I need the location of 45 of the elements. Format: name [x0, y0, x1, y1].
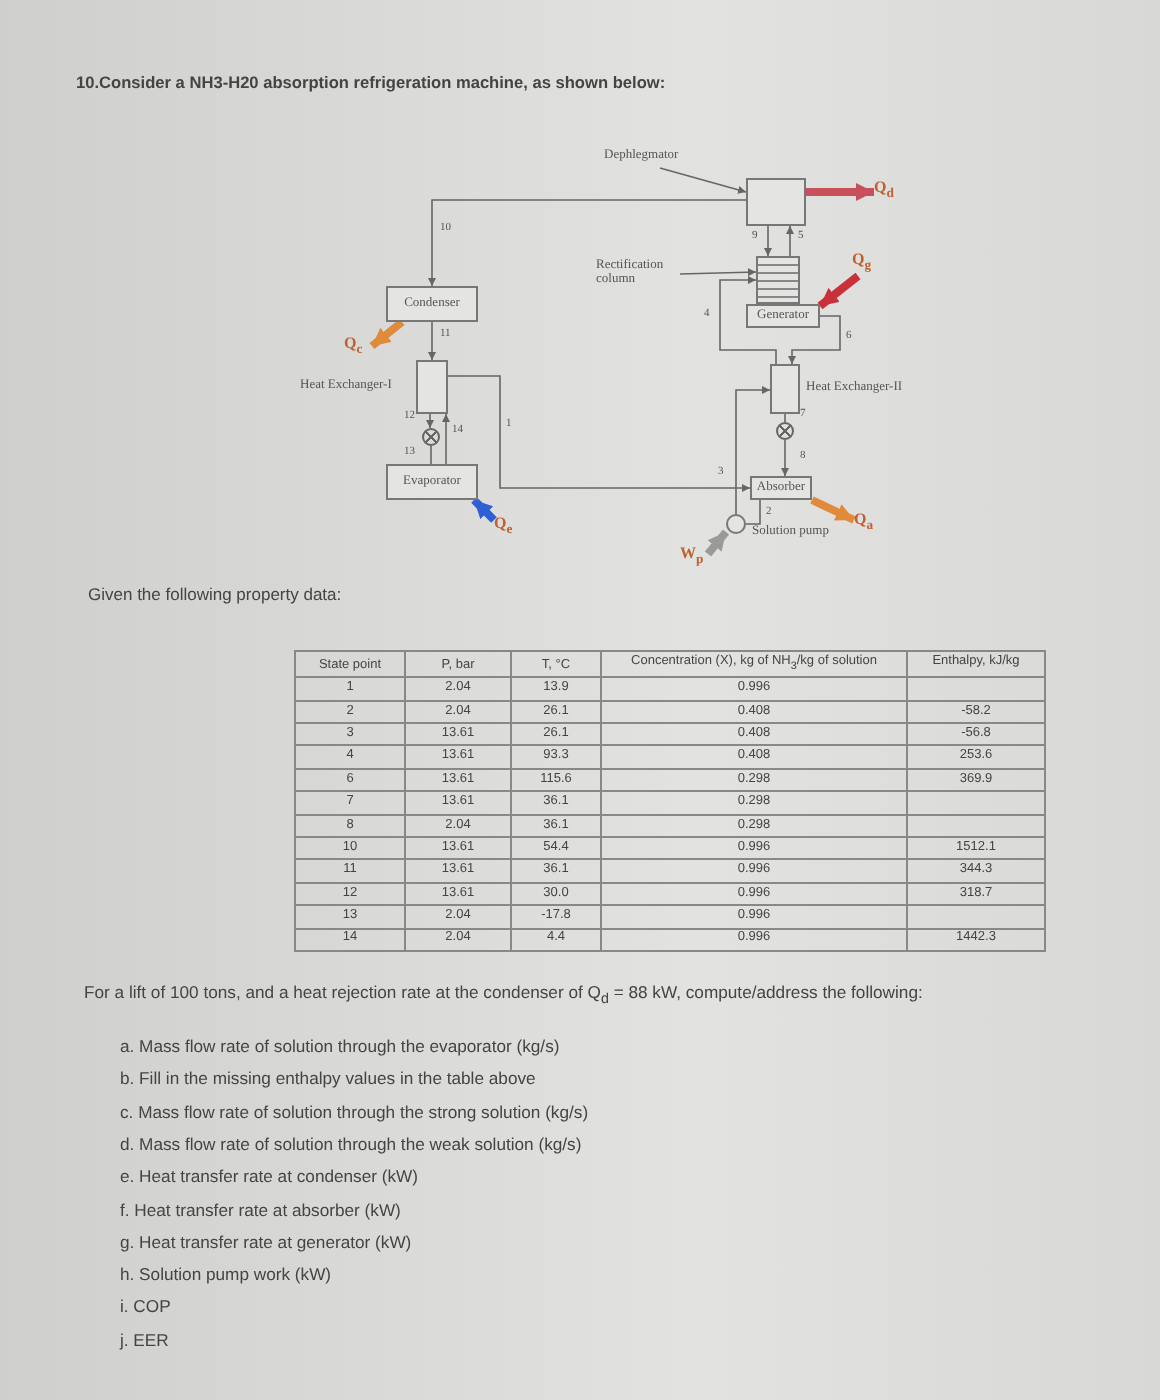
pipe-line	[735, 386, 771, 515]
pipe-line	[447, 375, 751, 492]
leader-line	[679, 268, 757, 277]
pipe-line	[745, 499, 761, 525]
pipe-line	[426, 413, 434, 429]
list-item: a. Mass flow rate of solution through the evaporator (kg/s)	[120, 1036, 560, 1056]
heading: 10.Consider a NH3-H20 absorption refrigeration machine, as shown below:	[76, 72, 668, 92]
heat-label: W$_{p}$	[680, 546, 708, 570]
heat-label: Q$_{c}$	[344, 336, 372, 360]
heat-arrow	[369, 318, 405, 350]
heat-arrow	[806, 183, 874, 201]
heat-label: Q$_{d}$	[874, 180, 902, 204]
pipe-line	[430, 445, 432, 465]
dephlegmator-box	[746, 178, 806, 226]
list-item: j. EER	[120, 1329, 169, 1350]
list-item: f. Heat transfer rate at absorber (kW)	[120, 1199, 401, 1219]
list-item: h. Solution pump work (kW)	[120, 1264, 332, 1285]
heat-label: Q$_{a}$	[854, 512, 882, 536]
question-text: For a lift of 100 tons, and a heat rejection rate at the condenser of Q$_{d}$ = 88 kW, compute/address the following:	[84, 982, 925, 1008]
heat-arrow	[704, 529, 730, 557]
heat-arrow	[810, 496, 856, 524]
list-item: d. Mass flow rate of solution through the weak solution (kg/s)	[120, 1133, 582, 1154]
column-box	[756, 256, 800, 304]
list-item: b. Fill in the missing enthalpy values in the table above	[120, 1068, 536, 1089]
list-item: g. Heat transfer rate at generator (kW)	[120, 1231, 412, 1252]
pipe-line	[719, 276, 777, 365]
list-item: e. Heat transfer rate at condenser (kW)	[120, 1166, 419, 1187]
pipe-line	[788, 315, 841, 365]
leader-line	[659, 167, 747, 194]
pipe-line	[428, 199, 747, 287]
heat-label: Q$_{e}$	[494, 516, 522, 540]
valve-symbol	[422, 428, 440, 446]
pipe-line	[428, 321, 436, 361]
pipe-line	[442, 413, 450, 465]
valve-symbol	[776, 422, 794, 440]
heat-label: Q$_{g}$	[852, 252, 880, 276]
pipe-line	[786, 225, 794, 257]
pipe-line	[781, 439, 789, 477]
pipe-line	[784, 413, 786, 423]
heat-arrow	[471, 497, 497, 523]
heat-arrow	[817, 272, 861, 310]
text-line: Given the following property data:	[88, 584, 342, 604]
list-item: c. Mass flow rate of solution through the strong solution (kg/s)	[120, 1101, 589, 1122]
list-item: i. COP	[120, 1296, 171, 1317]
pipe-line	[764, 225, 772, 257]
